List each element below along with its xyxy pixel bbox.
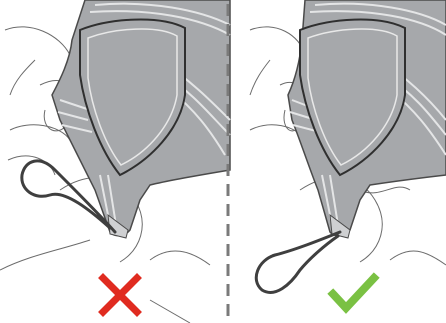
cross-icon [103, 278, 137, 312]
check-icon [333, 278, 374, 308]
panel-incorrect [0, 0, 230, 323]
panel-correct [250, 0, 446, 308]
earpiece-device-right [288, 0, 446, 238]
removal-wire-correct [256, 232, 340, 292]
